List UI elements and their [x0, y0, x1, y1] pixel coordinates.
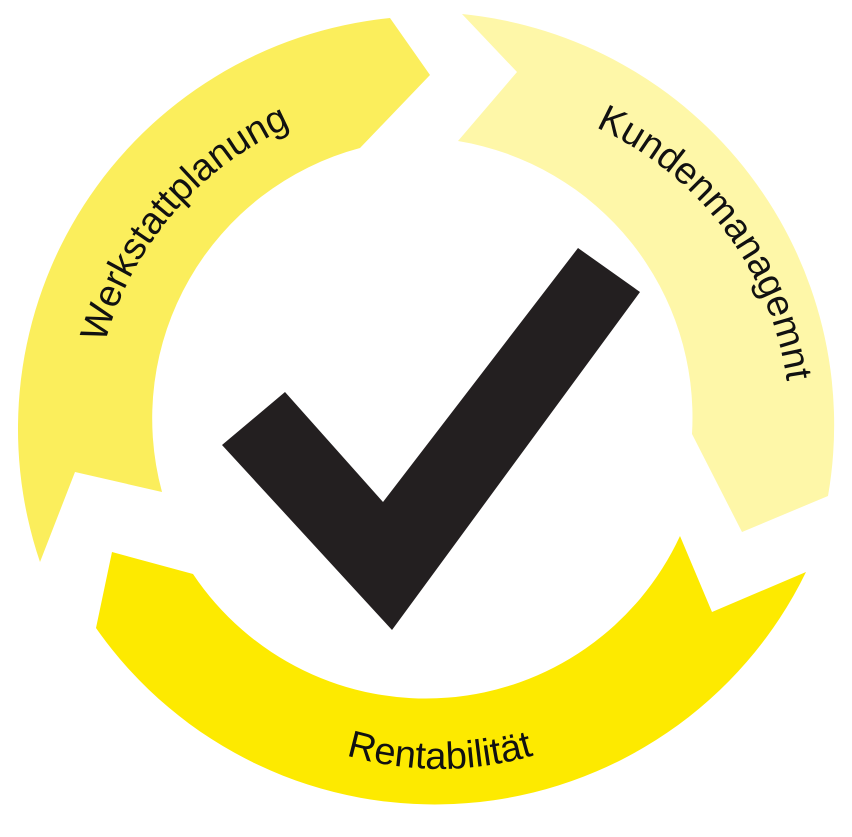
segment-kundenmanagement [458, 14, 835, 532]
segment-werkstattplanung [17, 18, 431, 562]
checkmark-icon [222, 248, 640, 630]
segment-rentabilitaet [96, 536, 806, 805]
